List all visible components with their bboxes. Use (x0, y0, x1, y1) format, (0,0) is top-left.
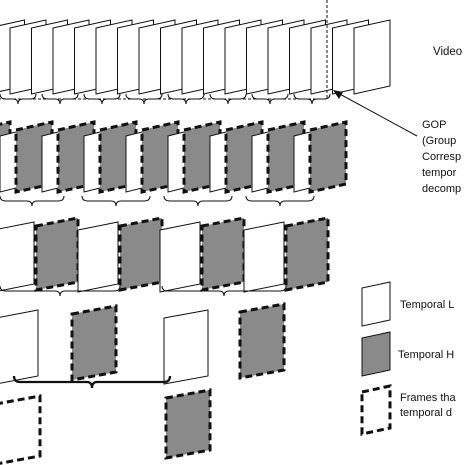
level-4-high-frame (164, 388, 212, 460)
gop-label-line-1: GOP (422, 119, 446, 131)
pair-brace (83, 93, 121, 105)
pair-brace (161, 285, 287, 297)
level-3-high-frame (70, 304, 118, 382)
level-1-high-frame (308, 120, 348, 194)
legend-high-swatch (361, 331, 391, 377)
level-4-dashed-frame (0, 394, 42, 465)
level-2-high-frame (34, 216, 80, 292)
gop-label-line-4: tempor (422, 167, 457, 179)
legend-low-label: Temporal L (400, 299, 454, 311)
pair-brace (209, 93, 247, 105)
pair-brace (293, 93, 331, 105)
pair-brace (167, 93, 205, 105)
legend-high-label: Temporal H (398, 349, 454, 361)
pairing-braces-level-1 (0, 93, 331, 105)
legend-dashed-label-line-2: temporal d (400, 407, 452, 419)
gop-label-line-5: decomp (422, 183, 461, 195)
pairing-braces-level-2 (0, 195, 315, 207)
pair-brace (245, 195, 315, 207)
pair-brace (41, 93, 79, 105)
level-1-frames-row (0, 120, 348, 194)
pair-brace (81, 195, 151, 207)
level-3-low-frame (0, 309, 39, 384)
level-2-high-frame (118, 216, 164, 292)
level-2-low-frame (159, 221, 201, 293)
gop-arrow-head (333, 90, 343, 99)
pair-brace (0, 285, 121, 297)
level-2-high-frame (200, 216, 246, 292)
level-3-high-frame (238, 302, 286, 380)
level-4-frames-row (0, 388, 212, 465)
pair-brace (0, 93, 37, 105)
level-2-low-frame (0, 221, 35, 292)
pair-brace (163, 195, 233, 207)
pair-brace (0, 195, 65, 207)
legend-dashed-label-line-1: Frames tha (400, 392, 457, 404)
video-frame (353, 19, 391, 95)
level-3-low-frame (163, 309, 209, 385)
pair-brace (251, 93, 289, 105)
gop-label-line-3: Corresp (422, 151, 461, 163)
level-2-low-frame (77, 221, 119, 293)
legend-low-swatch (361, 281, 391, 327)
level-3-frames-row (0, 302, 286, 385)
video-frames-row (0, 19, 391, 95)
pairing-braces-level-3 (0, 285, 287, 297)
pairing-braces-level-4 (12, 375, 172, 389)
level-2-low-frame (243, 221, 285, 293)
legend: Temporal L Temporal H Frames tha tempora… (360, 281, 457, 436)
gop-label-line-2: (Group (422, 135, 456, 147)
level-2-frames-row (0, 216, 330, 293)
gop-arrow-line (335, 91, 418, 137)
video-label: Video (433, 46, 462, 58)
legend-dashed-swatch (360, 384, 392, 436)
level-2-high-frame (284, 216, 330, 292)
pair-brace (125, 93, 163, 105)
pair-brace (12, 375, 172, 389)
